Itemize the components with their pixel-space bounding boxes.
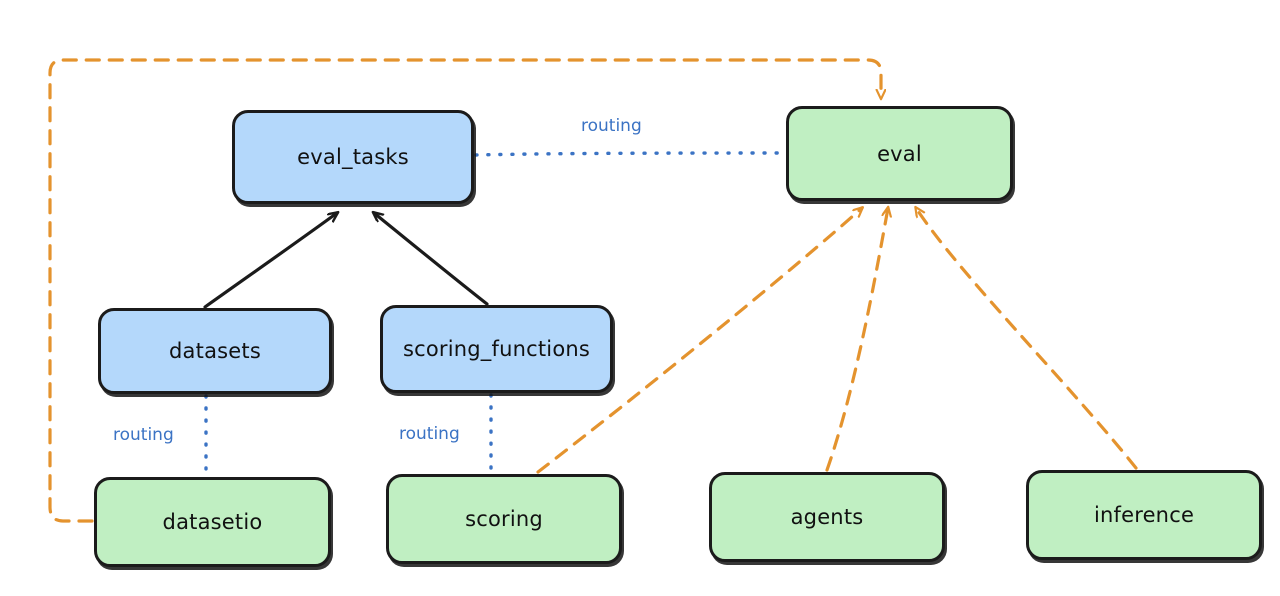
node-scoring-functions-label: scoring_functions	[402, 337, 591, 361]
node-agents[interactable]: agents	[709, 472, 945, 562]
edge-agents-to-eval	[825, 208, 888, 472]
node-agents-label: agents	[790, 505, 864, 529]
edge-label-routing-scoring-functions-scoring: routing	[396, 424, 463, 444]
node-datasets[interactable]: datasets	[98, 308, 332, 394]
edge-datasetio-to-eval	[48, 58, 881, 523]
edge-label-routing-eval-tasks-eval: routing	[578, 116, 645, 136]
node-eval-tasks-label: eval_tasks	[297, 145, 409, 169]
node-eval[interactable]: eval	[786, 106, 1013, 201]
edge-routing-eval-tasks-to-eval	[474, 151, 785, 157]
node-inference-label: inference	[1093, 503, 1195, 527]
node-datasetio[interactable]: datasetio	[94, 477, 331, 567]
edge-label-routing-datasets-datasetio: routing	[110, 425, 177, 445]
node-scoring[interactable]: scoring	[386, 474, 622, 564]
edge-datasets-to-eval-tasks	[203, 213, 337, 309]
node-datasetio-label: datasetio	[162, 510, 263, 534]
edge-scoring-to-eval	[536, 208, 862, 474]
edge-scoring-functions-to-eval-tasks	[374, 213, 489, 306]
node-scoring-label: scoring	[465, 507, 543, 531]
node-inference[interactable]: inference	[1026, 470, 1262, 560]
node-eval-label: eval	[877, 141, 922, 166]
edge-inference-to-eval	[916, 208, 1138, 470]
node-eval-tasks[interactable]: eval_tasks	[232, 110, 474, 204]
node-scoring-functions[interactable]: scoring_functions	[380, 305, 613, 393]
node-datasets-label: datasets	[169, 339, 261, 363]
